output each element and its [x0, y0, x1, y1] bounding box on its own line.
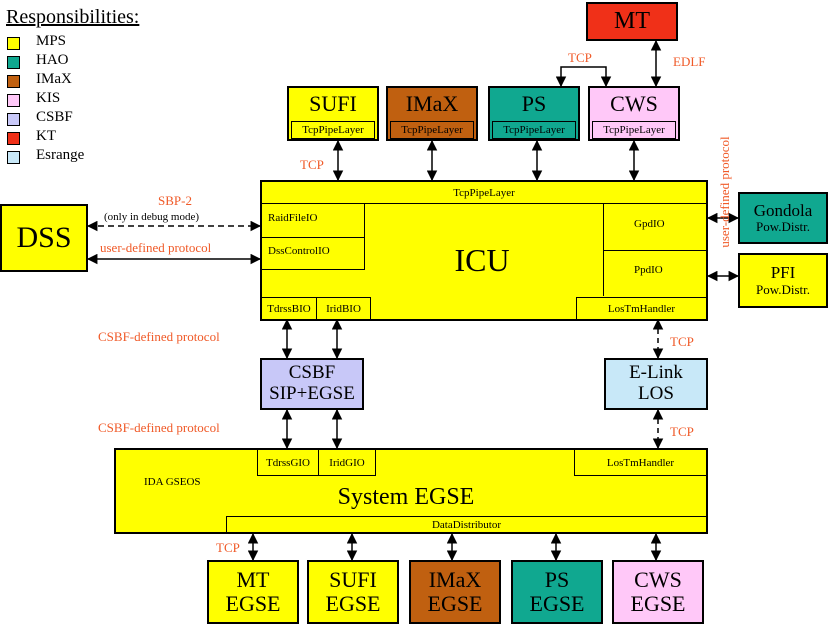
tcp-label-elink-bottom: TCP: [670, 424, 694, 439]
legend-swatch-imax: [7, 75, 20, 88]
icu-ppd-divider: [603, 250, 706, 251]
legend-label-kt: KT: [36, 128, 56, 144]
legend-swatch-csbf: [7, 113, 20, 126]
mt-egse-label: MT: [236, 566, 270, 592]
tdrssbio: TdrssBIO: [262, 297, 317, 320]
tcp-label-ps-cws: TCP: [568, 50, 592, 65]
tcp-label-bottom: TCP: [216, 540, 240, 555]
gpdio: GpdIO: [634, 218, 665, 230]
ps-egse-label: PS: [544, 566, 570, 592]
mt-egse-box: MT EGSE: [207, 560, 299, 624]
legend-swatch-kis: [7, 94, 20, 107]
imax-egse-label: IMaX: [428, 566, 482, 592]
lostmhandler-egse: LosTmHandler: [574, 450, 706, 476]
user-defined-label-dss: user-defined protocol: [100, 240, 212, 255]
ps-module: PS TcpPipeLayer: [488, 86, 580, 141]
cws-module: CWS TcpPipeLayer: [588, 86, 680, 141]
gondola-sub: Pow.Distr.: [755, 219, 811, 235]
gondola-label: Gondola: [753, 200, 813, 220]
legend-label-imax: IMaX: [36, 71, 72, 87]
legend-label-hao: HAO: [36, 52, 69, 68]
legend-label-kis: KIS: [36, 90, 61, 106]
debug-mode-label: (only in debug mode): [104, 211, 200, 223]
sufi-egse-box: SUFI EGSE: [307, 560, 399, 624]
sbp2-label: SBP-2: [158, 193, 192, 208]
pfi-box: PFI Pow.Distr.: [738, 253, 828, 308]
icu-pipe-layer: TcpPipeLayer: [262, 182, 706, 204]
iridbio: IridBIO: [317, 297, 371, 320]
ps-pipe-layer: TcpPipeLayer: [492, 121, 576, 139]
ppdio: PpdIO: [634, 264, 663, 276]
legend-swatch-esrange: [7, 151, 20, 164]
cws-egse-sub: EGSE: [630, 591, 686, 616]
mt-label: MT: [614, 8, 650, 34]
imax-label: IMaX: [405, 91, 459, 116]
legend-swatch-hao: [7, 56, 20, 69]
cws-label: CWS: [610, 91, 658, 116]
ps-egse-box: PS EGSE: [511, 560, 603, 624]
imax-egse-sub: EGSE: [427, 591, 483, 616]
icu-label: ICU: [454, 241, 510, 278]
legend-label-mps: MPS: [36, 33, 67, 49]
pfi-label: PFI: [770, 263, 796, 282]
datadistributor: DataDistributor: [226, 516, 706, 532]
sufi-egse-label: SUFI: [329, 566, 377, 592]
gondola-box: Gondola Pow.Distr.: [738, 192, 828, 244]
user-defined-label-vertical: user-defined protocol: [717, 136, 732, 248]
tcp-label-top: TCP: [300, 157, 324, 172]
lostmhandler-icu: LosTmHandler: [576, 297, 706, 320]
ps-label: PS: [521, 91, 547, 116]
elink-box: E-Link LOS: [604, 358, 708, 410]
legend-swatch-mps: [7, 37, 20, 50]
raidfileio: RaidFileIO: [268, 212, 318, 224]
legend-title: Responsibilities:: [6, 6, 140, 28]
cws-pipe-layer: TcpPipeLayer: [592, 121, 676, 139]
tcp-label-elink-top: TCP: [670, 334, 694, 349]
mt-box: MT: [586, 2, 678, 41]
legend-label-csbf: CSBF: [36, 109, 73, 125]
dss-label: DSS: [16, 221, 72, 254]
elink-label: E-Link: [629, 362, 683, 384]
csbf-label: CSBF: [288, 362, 336, 384]
legend-label-esrange: Esrange: [36, 147, 85, 163]
imax-pipe-layer: TcpPipeLayer: [390, 121, 474, 139]
egse-box: IDA GSEOS TdrssGIO IridGIO LosTmHandler …: [114, 448, 708, 534]
sufi-module: SUFI TcpPipeLayer: [287, 86, 379, 141]
sufi-label: SUFI: [309, 91, 357, 116]
csbf-sub: SIP+EGSE: [269, 383, 355, 404]
imax-egse-box: IMaX EGSE: [409, 560, 501, 624]
edlf-label: EDLF: [673, 54, 706, 69]
icu-dssctl-divider: [262, 237, 365, 238]
ps-egse-sub: EGSE: [529, 591, 585, 616]
elink-sub: LOS: [638, 383, 674, 404]
ida-gseos: IDA GSEOS: [144, 476, 201, 488]
csbf-box: CSBF SIP+EGSE: [260, 358, 364, 410]
csbf-protocol-label-1: CSBF-defined protocol: [98, 329, 220, 344]
pfi-sub: Pow.Distr.: [755, 281, 811, 297]
iridgio: IridGIO: [319, 450, 376, 476]
sufi-pipe-layer: TcpPipeLayer: [291, 121, 375, 139]
legend-swatch-kt: [7, 132, 20, 145]
icu-box: TcpPipeLayer RaidFileIO DssControlIO Gpd…: [260, 180, 708, 321]
cws-egse-box: CWS EGSE: [612, 560, 704, 624]
dsscontrolio: DssControlIO: [268, 245, 330, 257]
sufi-egse-sub: EGSE: [325, 591, 381, 616]
imax-module: IMaX TcpPipeLayer: [386, 86, 478, 141]
egse-label: System EGSE: [337, 483, 475, 510]
cws-egse-label: CWS: [634, 566, 682, 592]
dss-box: DSS: [0, 204, 88, 272]
csbf-protocol-label-2: CSBF-defined protocol: [98, 420, 220, 435]
tdrssgio: TdrssGIO: [257, 450, 319, 476]
mt-egse-sub: EGSE: [225, 591, 281, 616]
link-ps-cws: [555, 66, 612, 88]
